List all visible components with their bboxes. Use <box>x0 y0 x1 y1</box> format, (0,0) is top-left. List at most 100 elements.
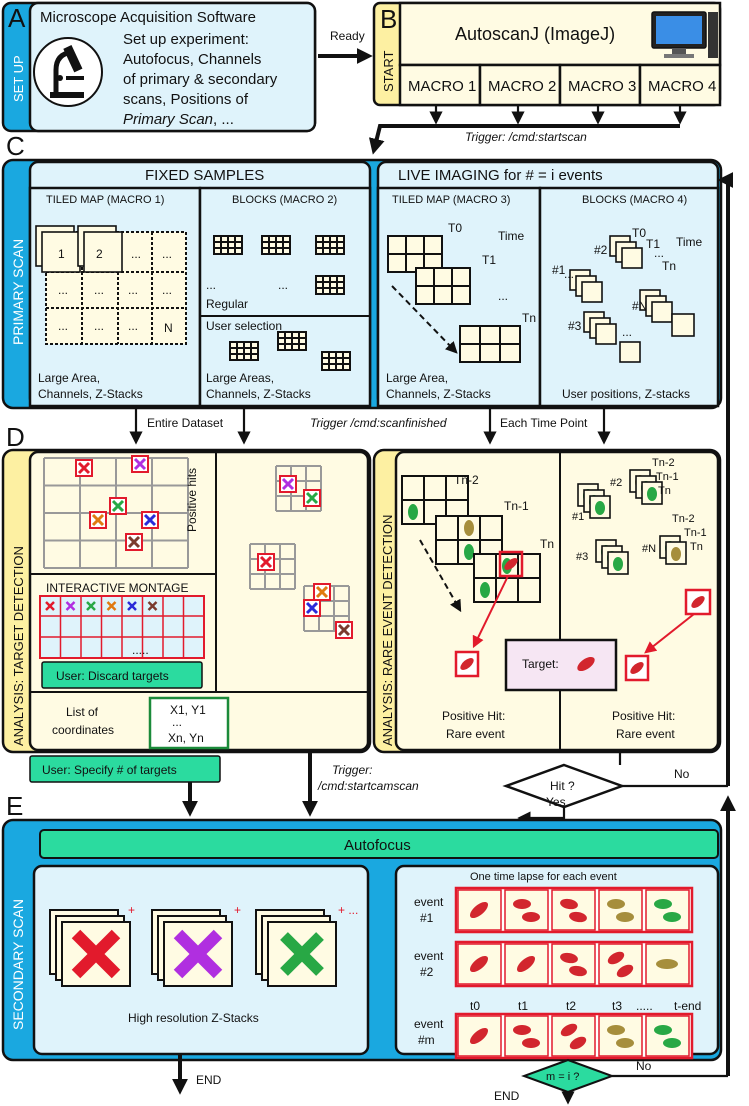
event-2-a: event <box>414 949 444 963</box>
x-mark <box>91 513 105 527</box>
event-frame-cell <box>551 1015 596 1057</box>
macro-arrows <box>429 105 687 125</box>
position-tile <box>581 281 603 303</box>
rare-cell <box>504 558 518 570</box>
startscan-trigger: Trigger: /cmd:startscan <box>465 130 587 144</box>
x-mark <box>111 499 125 513</box>
position-tile <box>621 247 643 269</box>
x-mark <box>259 555 273 569</box>
macro-2-button[interactable] <box>478 63 562 107</box>
zstack-slice <box>267 921 337 987</box>
event-m-b: #m <box>418 1033 435 1047</box>
panel-c: C PRIMARY SCAN FIXED SAMPLES TILED MAP (… <box>1 131 723 410</box>
event-m-a: event <box>414 1017 444 1031</box>
cell <box>560 898 578 910</box>
cell <box>607 951 625 965</box>
cell <box>663 1038 681 1048</box>
cell <box>647 487 657 501</box>
b4-dots2: ... <box>564 267 574 281</box>
b4-dots3: ... <box>622 325 632 339</box>
startcamscan-trigger-2: /cmd:startcamscan <box>317 779 419 793</box>
fixed-cap-2b: Channels, Z-Stacks <box>206 387 311 401</box>
panel-letter-a: A <box>8 3 26 33</box>
setup-side-label: SET UP <box>11 55 26 102</box>
time-dots: ..... <box>636 999 653 1013</box>
macro-4-button[interactable] <box>638 63 722 107</box>
stack-tn1-label: Tn-1 <box>684 527 707 539</box>
x-glyph <box>71 929 121 979</box>
time-t2: t2 <box>566 999 576 1013</box>
setup-desc-1: Set up experiment: <box>123 31 249 48</box>
setup-desc-4: scans, Positions of <box>123 91 249 108</box>
cell <box>607 899 625 909</box>
tn-label: Tn <box>522 311 536 325</box>
rare-pos-b1: #1 <box>572 511 584 523</box>
x-mark <box>133 457 147 471</box>
cell <box>560 952 578 964</box>
target-cell <box>577 656 595 672</box>
x-mark <box>305 601 319 615</box>
b4-pos-3: #3 <box>568 319 582 333</box>
cell <box>513 1025 531 1035</box>
time-t3: t3 <box>612 999 622 1013</box>
stack-top-tn-label: Tn <box>658 485 671 497</box>
tile-dots: ... <box>162 247 172 261</box>
cell <box>654 899 672 909</box>
event-2-b: #2 <box>420 965 434 979</box>
event-timelapses <box>454 886 694 1060</box>
tiled-map-3-title: TILED MAP (MACRO 3) <box>392 194 510 206</box>
specify-targets-label: User: Specify # of targets <box>42 763 177 777</box>
live-cap-4: User positions, Z-stacks <box>562 387 690 401</box>
montage-x <box>106 601 117 611</box>
cell <box>516 955 536 973</box>
event-frame-cell <box>598 1015 643 1057</box>
tile-dots: ... <box>162 283 172 297</box>
cell <box>595 501 605 515</box>
macro-3-button[interactable] <box>558 63 642 107</box>
plus-3: + ... <box>338 903 358 917</box>
macro-3-label: MACRO 3 <box>568 78 636 95</box>
cell <box>464 520 474 536</box>
fixed-cap-1a: Large Area, <box>38 371 100 385</box>
x-mark <box>305 491 319 505</box>
x-mark <box>127 535 141 549</box>
cell <box>663 912 681 922</box>
stack-tn-label: Tn <box>690 541 703 553</box>
plus-2: + <box>234 903 241 917</box>
rare-pos-b3: #3 <box>576 551 588 563</box>
bottom-flow: END m = i ? END No <box>172 795 736 1105</box>
zstacks <box>49 909 337 987</box>
specify-targets-button[interactable] <box>29 755 221 783</box>
fixed-cap-2a: Large Areas, <box>206 371 274 385</box>
plus-1: + <box>128 903 135 917</box>
dots-label: ... <box>498 289 508 303</box>
cell <box>480 582 490 598</box>
panel-b: B START AutoscanJ (ImageJ) MACRO 1 MACRO… <box>368 1 722 155</box>
cell <box>569 1036 587 1050</box>
discard-targets-button[interactable] <box>41 661 203 689</box>
target-box <box>504 638 618 692</box>
red-arrow <box>472 575 509 649</box>
x-glyph <box>280 932 324 976</box>
x-mark <box>143 513 157 527</box>
interactive-montage[interactable] <box>39 595 205 659</box>
blocks-2-grids <box>213 235 351 371</box>
setup-desc-2: Autofocus, Channels <box>123 51 261 68</box>
cell <box>464 544 474 560</box>
d-to-e-flow: Hit ? Yes No Trigger: /cmd:startcamscan <box>182 172 734 825</box>
montage-x <box>65 601 76 611</box>
t1-label: T1 <box>482 253 496 267</box>
event-frame-cell <box>551 889 596 931</box>
tiled-map-1-title: TILED MAP (MACRO 1) <box>46 194 164 206</box>
macro-2-label: MACRO 2 <box>488 78 556 95</box>
montage-more: ..... <box>132 643 149 657</box>
cond-no-label: No <box>636 1059 652 1073</box>
montage-x <box>127 601 137 611</box>
event-1-a: event <box>414 895 444 909</box>
target-detection-side-label: ANALYSIS: TARGET DETECTION <box>11 546 26 746</box>
stack-top-tn1-label: Tn-1 <box>656 471 679 483</box>
each-time-point-label: Each Time Point <box>500 416 588 430</box>
cell <box>656 959 678 969</box>
hit-result-cell <box>460 658 474 670</box>
